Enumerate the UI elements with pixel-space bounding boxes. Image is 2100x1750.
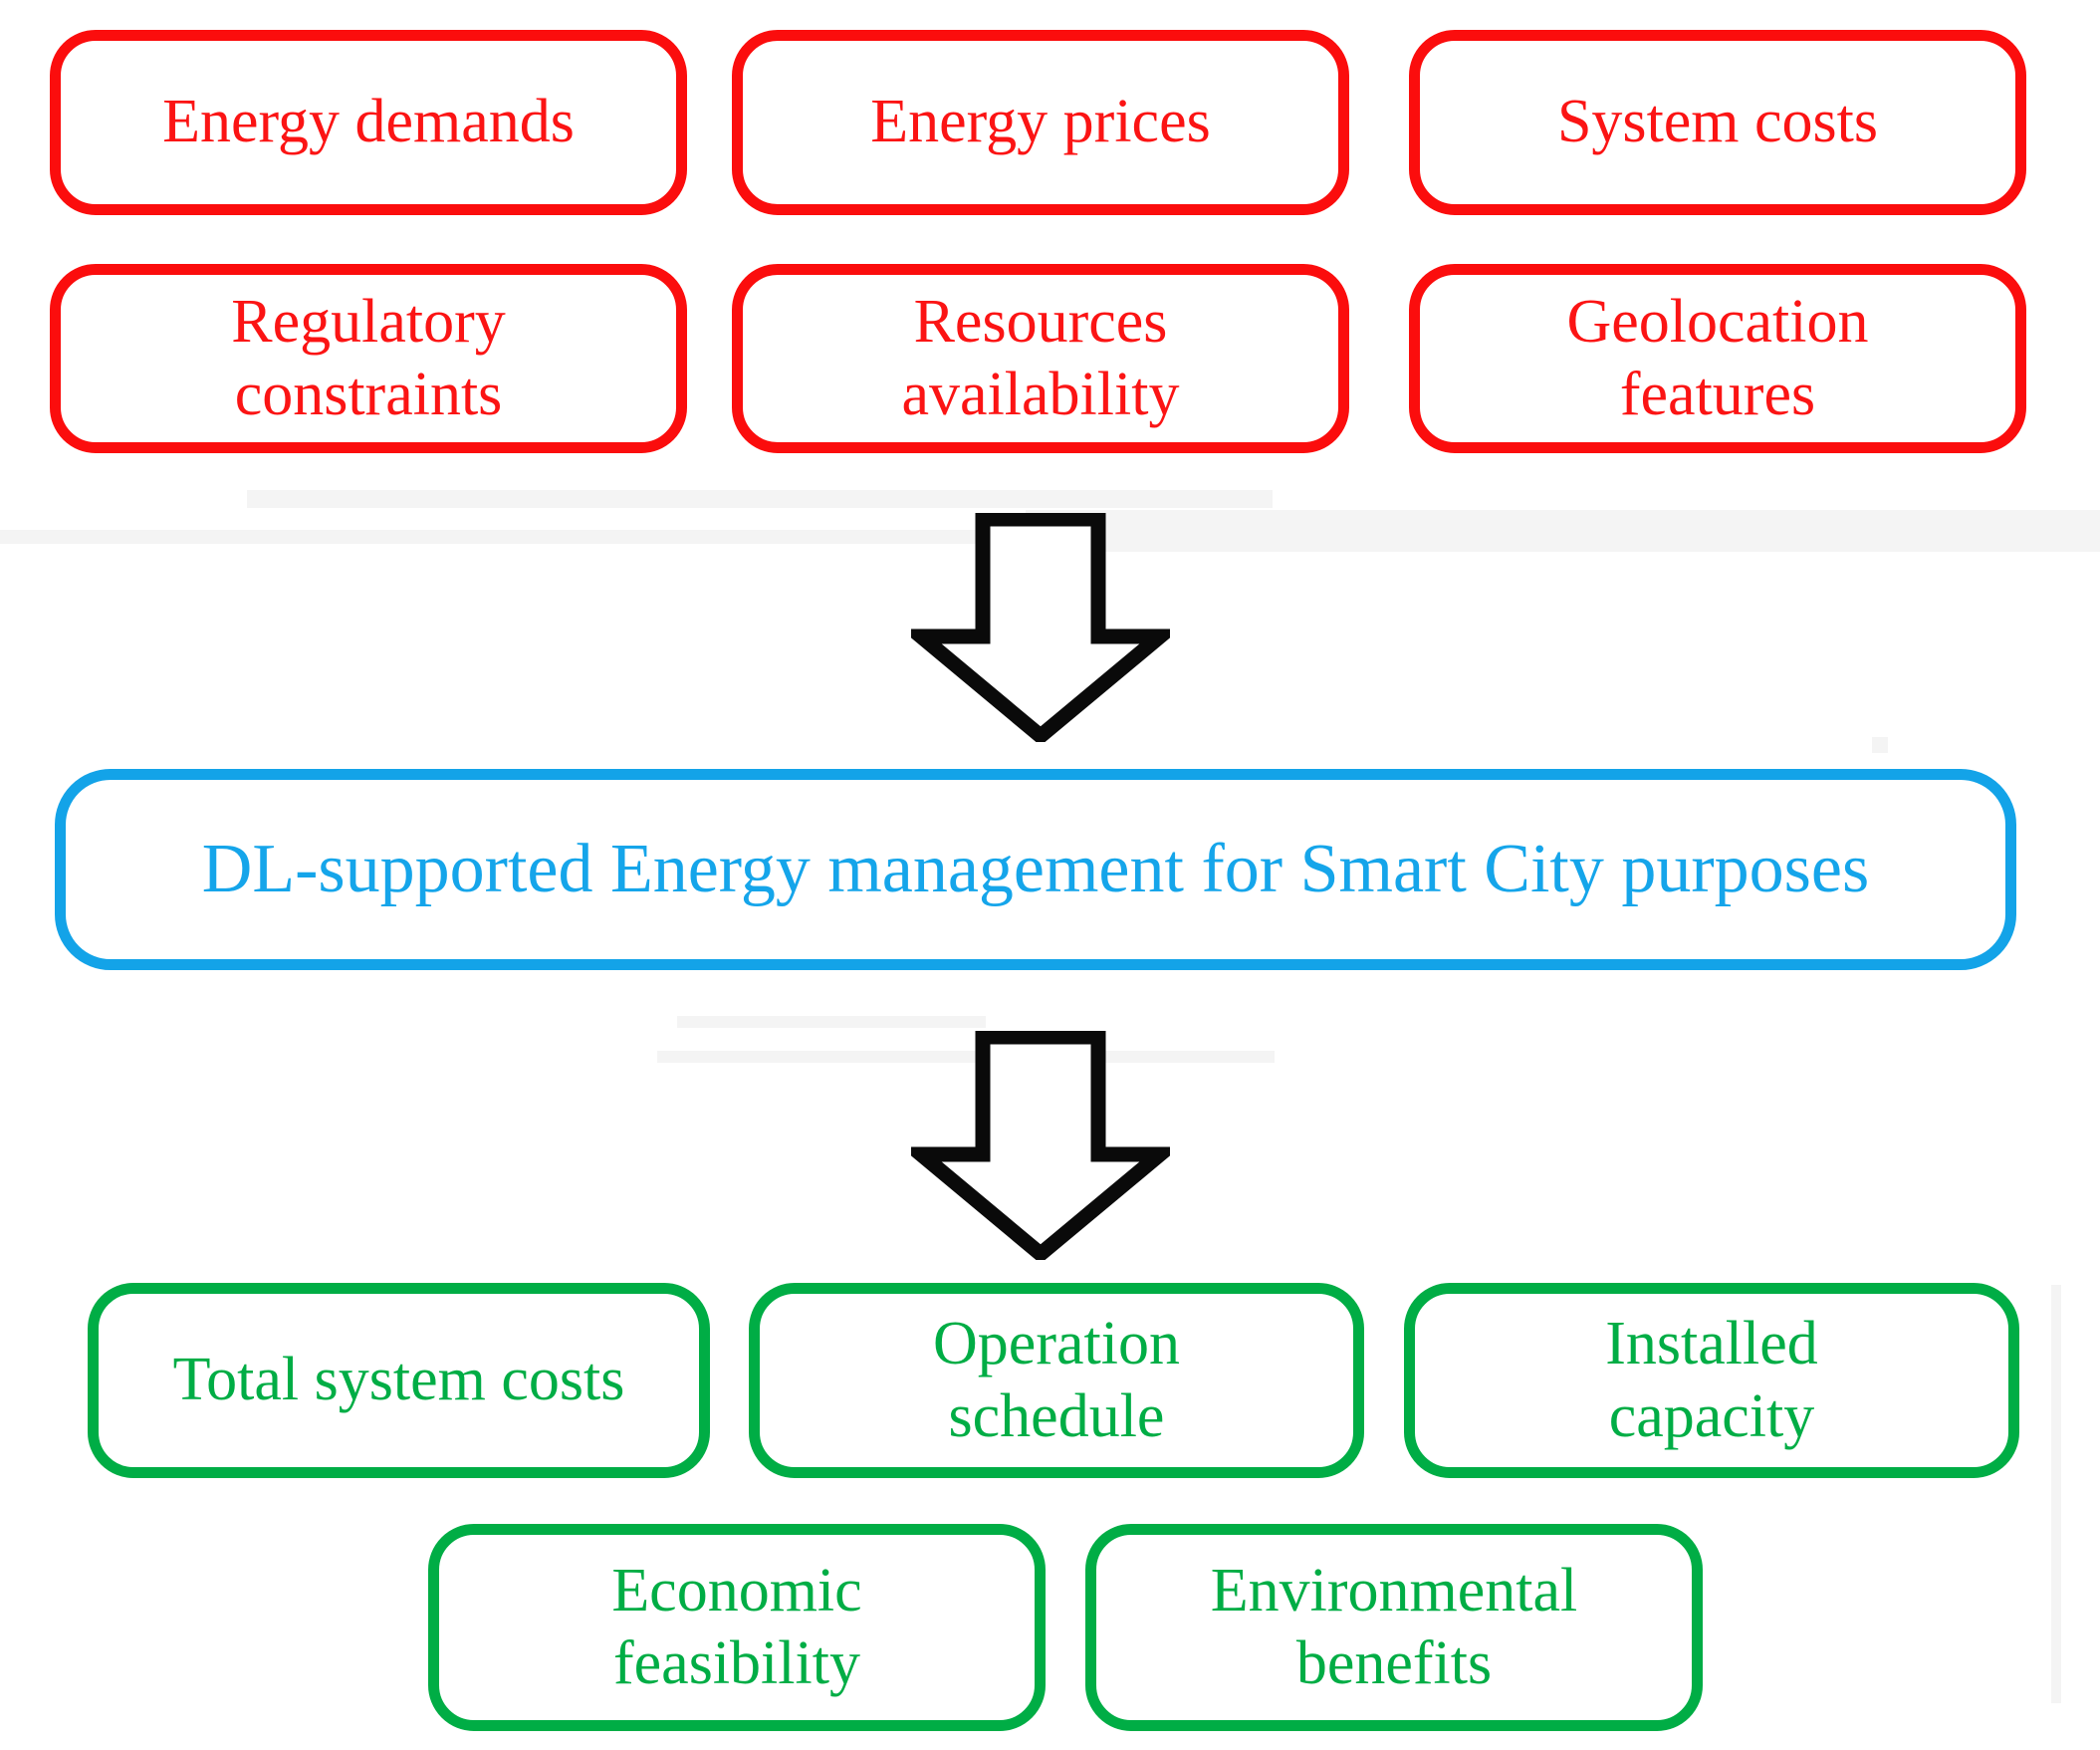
output-node-label: Operation schedule: [933, 1309, 1180, 1450]
arrow-inputs-to-process-icon: [911, 513, 1170, 742]
input-node-label: Energy prices: [870, 88, 1211, 156]
input-node-label: System costs: [1556, 88, 1879, 156]
output-node-total-system-costs[interactable]: Total system costs: [88, 1283, 710, 1478]
output-node-label: Economic feasibility: [611, 1556, 862, 1697]
background-artifact: [1872, 737, 1888, 753]
output-node-environmental-benefits[interactable]: Environmental benefits: [1085, 1524, 1703, 1731]
background-artifact: [677, 1016, 986, 1028]
output-node-installed-capacity[interactable]: Installed capacity: [1404, 1283, 2019, 1478]
input-node-system-costs[interactable]: System costs: [1409, 30, 2026, 215]
input-node-energy-prices[interactable]: Energy prices: [732, 30, 1349, 215]
arrow-process-to-outputs-icon: [911, 1031, 1170, 1260]
background-artifact: [2051, 1285, 2061, 1703]
output-node-label: Installed capacity: [1605, 1309, 1818, 1450]
input-node-label: Energy demands: [162, 88, 575, 156]
process-node-dl-energy-management[interactable]: DL-supported Energy management for Smart…: [55, 769, 2016, 970]
output-node-label: Total system costs: [172, 1346, 625, 1414]
input-node-geolocation-features[interactable]: Geolocation features: [1409, 264, 2026, 453]
input-node-label: Resources availability: [901, 287, 1180, 428]
input-node-label: Geolocation features: [1566, 287, 1869, 428]
background-artifact: [1026, 510, 2100, 552]
input-node-label: Regulatory constraints: [231, 287, 506, 428]
input-node-energy-demands[interactable]: Energy demands: [50, 30, 687, 215]
process-node-label: DL-supported Energy management for Smart…: [201, 830, 1870, 907]
background-artifact: [247, 490, 1273, 508]
output-node-operation-schedule[interactable]: Operation schedule: [749, 1283, 1364, 1478]
output-node-economic-feasibility[interactable]: Economic feasibility: [428, 1524, 1046, 1731]
output-node-label: Environmental benefits: [1210, 1556, 1578, 1697]
input-node-regulatory-constraints[interactable]: Regulatory constraints: [50, 264, 687, 453]
input-node-resources-availability[interactable]: Resources availability: [732, 264, 1349, 453]
